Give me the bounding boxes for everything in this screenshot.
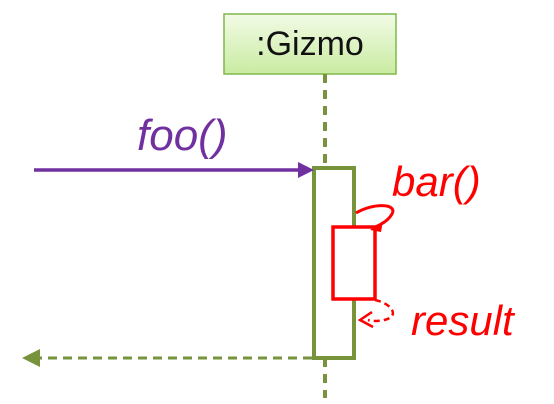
self-return-arrow-line [367, 298, 395, 323]
return-arrowhead [22, 349, 40, 367]
call-arrowhead [298, 162, 314, 178]
self-call-message-label: bar() [392, 158, 481, 205]
self-call-arrowhead [370, 221, 383, 232]
self-call-arrow-line [355, 204, 395, 229]
self-return-message-label: result [411, 297, 514, 344]
self-return-arrowhead [357, 310, 374, 329]
call-message-label: foo() [137, 111, 228, 160]
nested-activation-bar [331, 225, 377, 301]
lifeline-title: :Gizmo [256, 25, 364, 63]
lifeline-box [223, 13, 397, 75]
